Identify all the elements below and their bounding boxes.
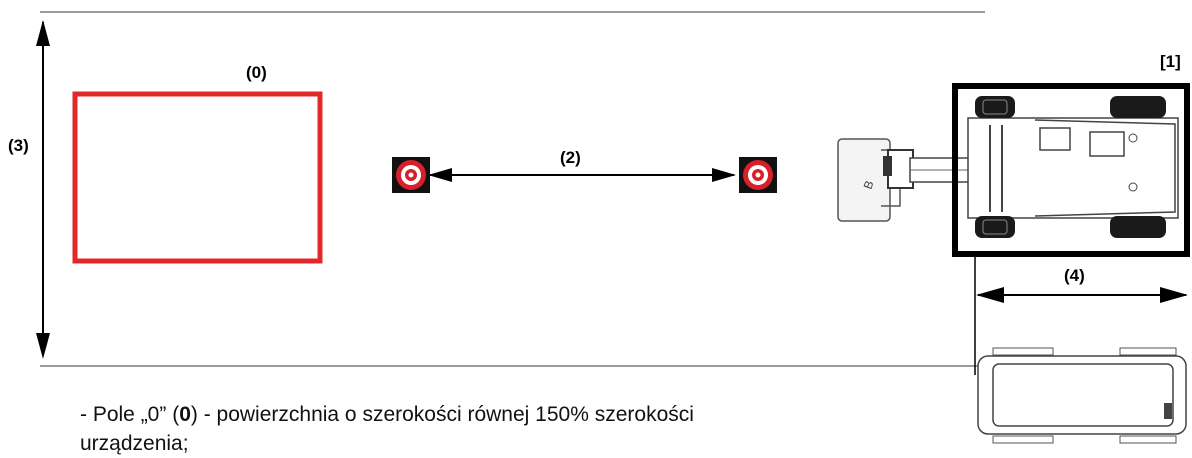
width-label: (4) [1064,266,1085,285]
caption-text: - Pole „0” (0) - powierzchnia o szerokoś… [80,400,980,458]
width-arrow-head-left [976,287,1004,303]
machine-marker-label: [1] [1160,52,1181,71]
target-icon [392,157,430,193]
caption-line2: urządzenia; [80,432,189,455]
distance-label: (2) [560,148,581,167]
field-zero-rectangle [72,91,323,264]
diagram-canvas: B [36,11,1190,444]
height-arrow-head-top [36,20,50,46]
height-arrow-head-bottom [36,333,50,359]
height-label: (3) [8,136,29,155]
target-icon [739,157,777,193]
caption-bold: 0 [179,403,191,426]
machine-front-view-icon [977,347,1187,444]
caption-prefix: - Pole „0” ( [80,403,180,426]
field-zero-label: (0) [246,63,267,82]
distance-arrow-head-right [712,168,736,182]
machine-top-view-icon: B [837,83,1190,257]
distance-arrow-head-left [428,168,452,182]
width-arrow-head-right [1160,287,1188,303]
caption-suffix: ) - powierzchnia o szerokości równej 150… [190,403,694,426]
